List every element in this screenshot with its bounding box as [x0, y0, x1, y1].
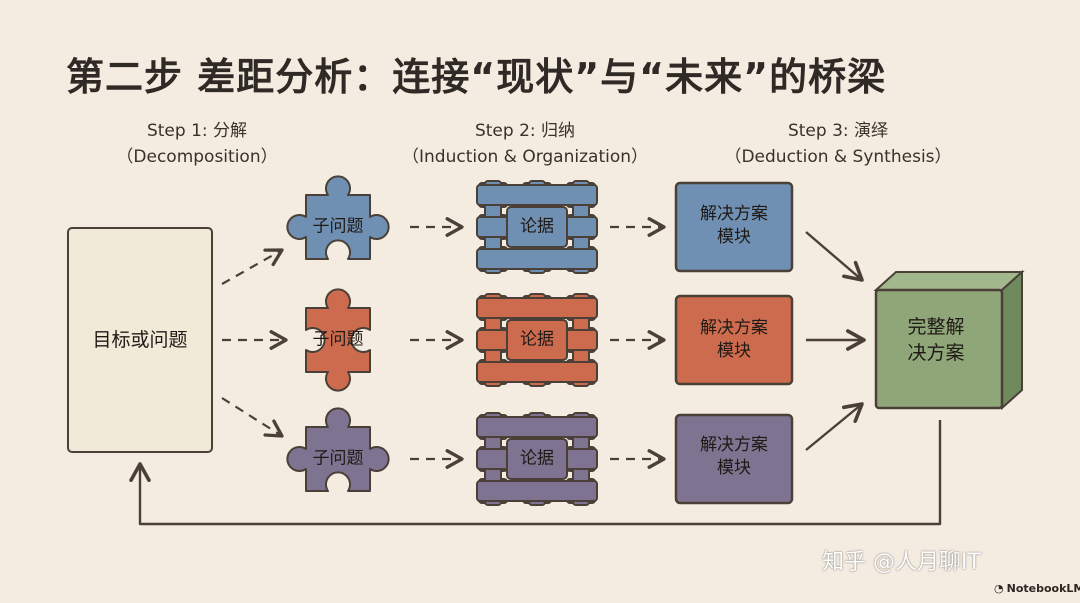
subproblem-puzzle-2: [305, 288, 371, 392]
arrow-goal-to-sub-3: [221, 397, 284, 438]
step-1-title: Step 1: 分解: [146, 121, 248, 141]
evidence-label-2: 论据: [520, 329, 554, 350]
arrow-module-to-final-3: [805, 402, 864, 451]
notebooklm-icon: ◔: [994, 582, 1004, 595]
step-2-header: Step 2: 归纳 （Induction & Organization）: [402, 118, 648, 170]
feedback-loop-arrow: [129, 420, 942, 526]
watermark-text: 知乎 @人月聊IT: [822, 550, 981, 575]
module-label-1-line2: 模块: [717, 227, 751, 247]
module-box-3: [674, 413, 794, 505]
arrow-goal-to-sub-1: [221, 248, 284, 285]
final-box-side: [1001, 269, 1023, 411]
module-label-2-line1: 解决方案: [700, 318, 768, 338]
step-1-subtitle: （Decomposition）: [116, 147, 278, 167]
evidence-center-tile-2: [506, 319, 568, 361]
evidence-bar-2-3: [476, 361, 598, 383]
evidence-bar-3-3: [476, 480, 598, 502]
module-label-2-line2: 模块: [717, 341, 751, 361]
evidence-bar-1-3: [476, 248, 598, 270]
step-3-header: Step 3: 演绎 （Deduction & Synthesis）: [724, 118, 951, 170]
evidence-bar-2-1: [476, 297, 598, 319]
evidence-center-tile-3: [506, 438, 568, 480]
module-label-3-line2: 模块: [717, 458, 751, 478]
subproblem-label-2: 子问题: [312, 329, 364, 350]
module-label-1-line1: 解决方案: [700, 204, 768, 224]
page-title: 第二步 差距分析：连接“现状”与“未来”的桥梁: [66, 55, 887, 99]
subproblem-label-1: 子问题: [312, 216, 364, 237]
goal-box: [67, 227, 213, 453]
module-box-1: [674, 181, 794, 273]
goal-label: 目标或问题: [92, 329, 188, 351]
module-label-1: 解决方案 模块: [700, 203, 768, 249]
final-box-front: [874, 288, 1004, 410]
step-2-title: Step 2: 归纳: [474, 121, 576, 141]
step-2-subtitle: （Induction & Organization）: [401, 147, 649, 167]
step-3-title: Step 3: 演绎: [787, 121, 889, 141]
subproblem-puzzle-3: [286, 407, 390, 492]
evidence-bar-3-1: [476, 416, 598, 438]
arrow-module-to-final-1: [805, 231, 864, 282]
module-label-2: 解决方案 模块: [700, 317, 768, 363]
evidence-label-3: 论据: [520, 448, 554, 469]
evidence-label-1: 论据: [520, 216, 554, 237]
subproblem-label-3: 子问题: [312, 448, 364, 469]
module-label-3: 解决方案 模块: [700, 434, 768, 480]
evidence-center-tile-1: [506, 206, 568, 248]
evidence-bar-1-1: [476, 184, 598, 206]
subproblem-puzzle-1: [286, 175, 390, 260]
module-label-3-line1: 解决方案: [700, 435, 768, 455]
step-1-header: Step 1: 分解 （Decomposition）: [116, 118, 277, 170]
brand-name: NotebookLM: [1006, 582, 1080, 595]
final-solution-line1: 完整解: [907, 316, 965, 338]
module-box-2: [674, 294, 794, 386]
final-solution-line2: 决方案: [907, 342, 965, 364]
brand-mark: ◔NotebookLM: [994, 582, 1080, 595]
final-box-top: [873, 271, 1025, 291]
step-3-subtitle: （Deduction & Synthesis）: [724, 147, 952, 167]
final-solution-label: 完整解 决方案: [907, 314, 964, 366]
